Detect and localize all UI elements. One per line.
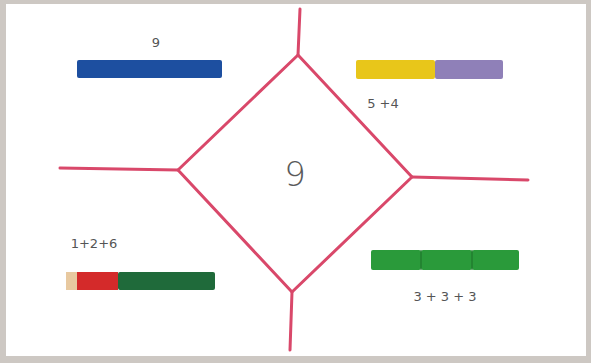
- red-rod: [77, 272, 118, 290]
- rod-joint: [421, 250, 422, 270]
- rod-joint: [472, 250, 473, 270]
- total-number: 9: [284, 154, 306, 194]
- purple-rod: [435, 60, 503, 79]
- number-sentence: 5 +4: [367, 96, 399, 111]
- white-rod: [66, 272, 77, 290]
- number-sentence: 1+2+6: [71, 236, 118, 251]
- green-rod: [421, 250, 472, 270]
- rod-value: 9: [152, 35, 160, 50]
- paper-sheet: [6, 4, 586, 356]
- green-rod: [472, 250, 519, 270]
- dark-green-rod: [118, 272, 215, 290]
- number-sentence: 3 + 3 + 3: [413, 289, 476, 304]
- blue-rod: [77, 60, 222, 78]
- center-diamond: 9: [178, 55, 412, 292]
- divider-line: [60, 168, 178, 170]
- green-rod: [371, 250, 421, 270]
- dividing-lines: [60, 9, 528, 350]
- divider-line: [412, 177, 528, 180]
- yellow-rod: [356, 60, 435, 79]
- divider-line: [298, 9, 300, 55]
- diamond-shape: [178, 55, 412, 292]
- divider-line: [290, 292, 292, 350]
